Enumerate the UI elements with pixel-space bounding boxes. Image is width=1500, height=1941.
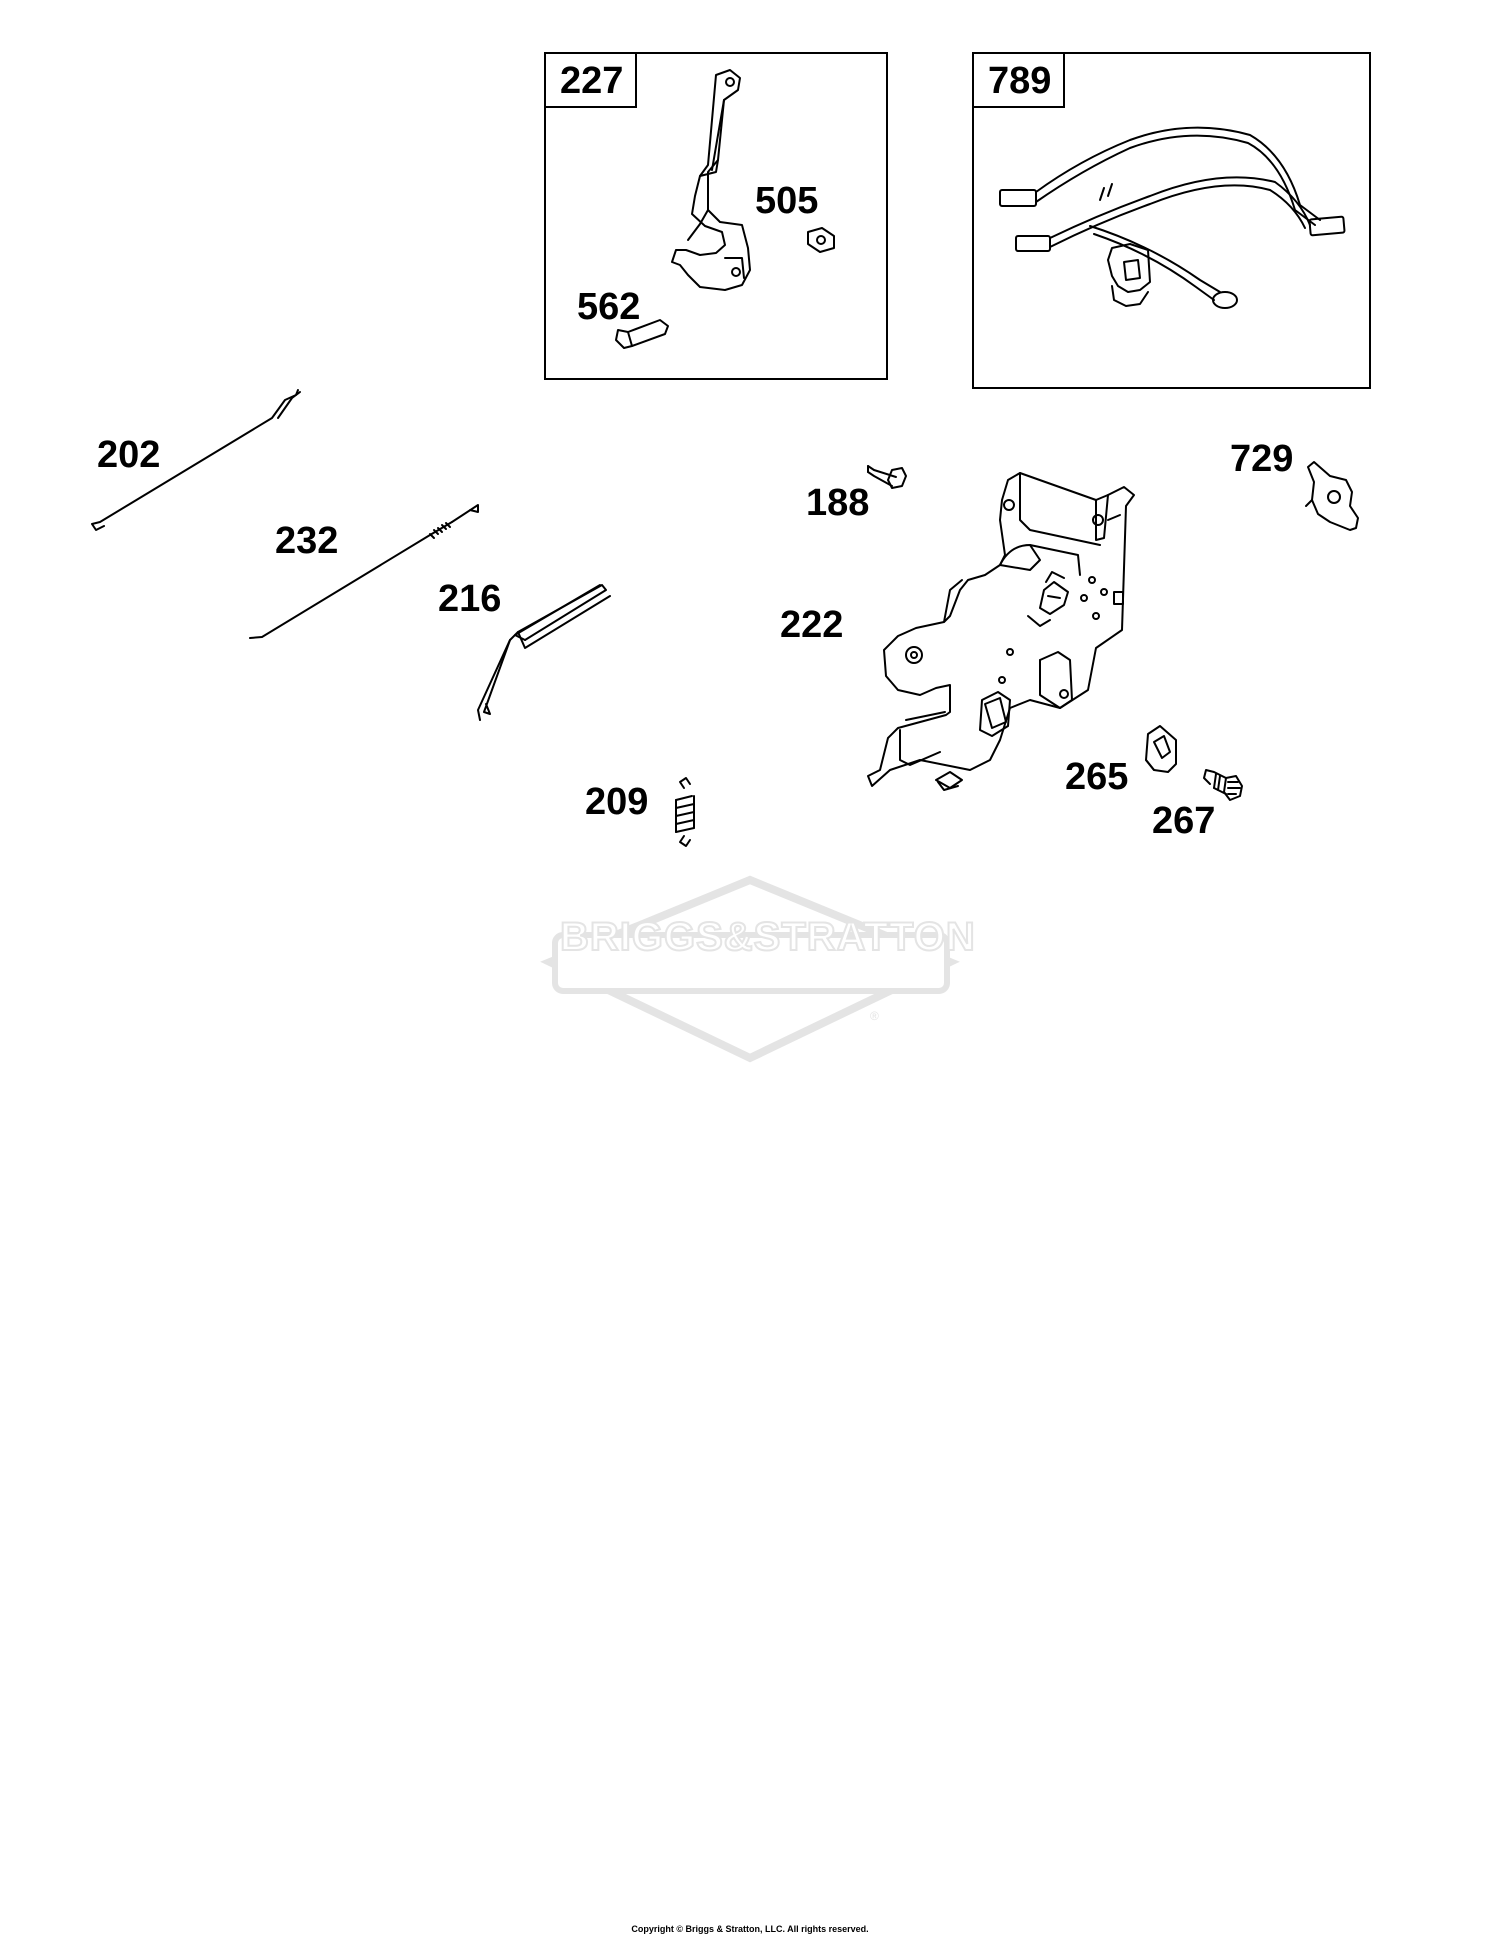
inset-tab-789[interactable]: 789 bbox=[974, 54, 1066, 108]
watermark-brand-text: BRIGGS&STRATTON bbox=[559, 914, 976, 960]
part-label-222[interactable]: 222 bbox=[780, 604, 844, 646]
governor-link-part-202[interactable] bbox=[91, 389, 301, 531]
part-label-265[interactable]: 265 bbox=[1065, 756, 1129, 798]
governor-spring-part-232[interactable] bbox=[249, 504, 479, 639]
part-label-202[interactable]: 202 bbox=[97, 434, 161, 476]
svg-text:®: ® bbox=[870, 1009, 879, 1023]
part-label-562[interactable]: 562 bbox=[577, 286, 641, 328]
spring-part-209[interactable] bbox=[675, 777, 695, 847]
inset-tab-227[interactable]: 227 bbox=[546, 54, 638, 108]
wire-harness-part-789[interactable] bbox=[999, 126, 1346, 309]
control-bracket-part-222[interactable] bbox=[867, 472, 1135, 791]
screw-part-267[interactable] bbox=[1203, 769, 1243, 801]
inset-box-227: 227 bbox=[544, 52, 888, 380]
inset-box-789: 789 bbox=[972, 52, 1371, 389]
bolt-part-188[interactable] bbox=[867, 465, 907, 489]
clip-part-729[interactable] bbox=[1305, 461, 1359, 531]
part-label-267[interactable]: 267 bbox=[1152, 800, 1216, 842]
link-part-216[interactable] bbox=[477, 584, 611, 721]
part-label-209[interactable]: 209 bbox=[585, 781, 649, 823]
part-label-232[interactable]: 232 bbox=[275, 520, 339, 562]
pin-part-562[interactable] bbox=[615, 319, 669, 349]
copyright-notice: Copyright © Briggs & Stratton, LLC. All … bbox=[631, 1924, 869, 1934]
part-label-216[interactable]: 216 bbox=[438, 578, 502, 620]
part-label-188[interactable]: 188 bbox=[806, 482, 870, 524]
part-label-729[interactable]: 729 bbox=[1230, 438, 1294, 480]
part-label-505[interactable]: 505 bbox=[755, 180, 819, 222]
nut-part-505[interactable] bbox=[807, 227, 835, 253]
throttle-lever-part-227[interactable] bbox=[671, 69, 751, 291]
clip-part-265[interactable] bbox=[1145, 725, 1177, 773]
